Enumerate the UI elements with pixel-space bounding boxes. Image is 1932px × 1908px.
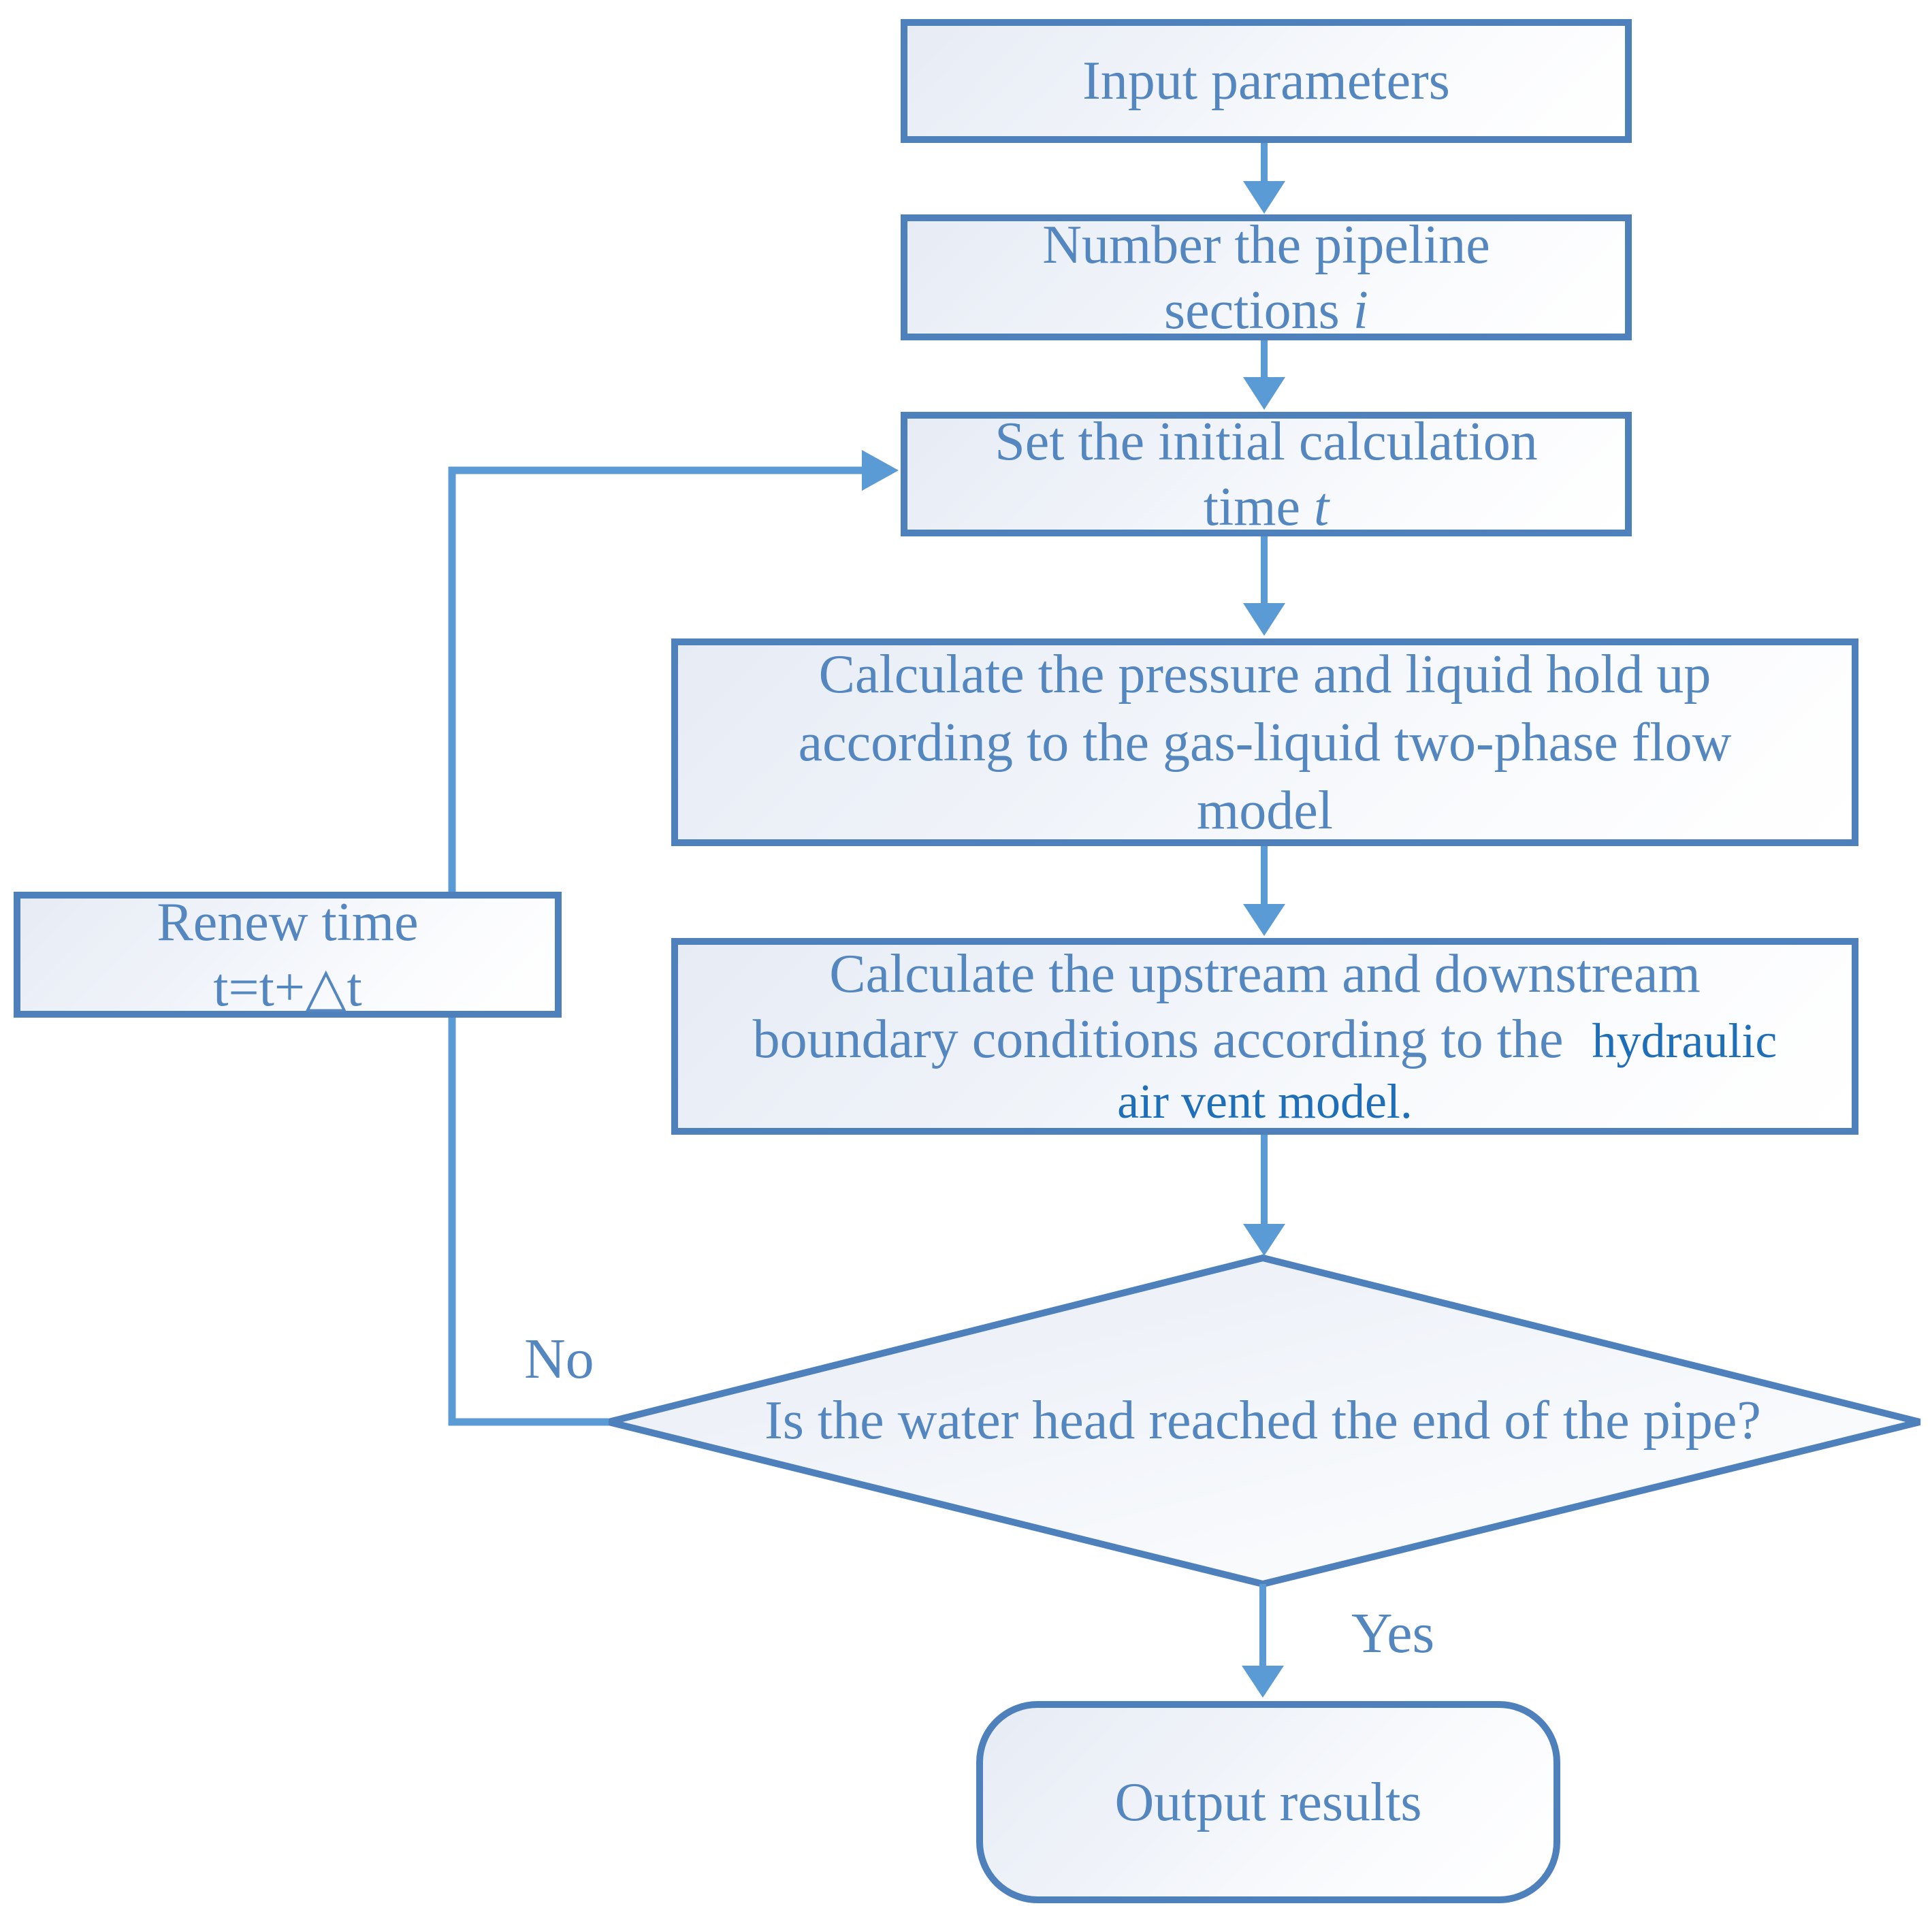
arrow-down-icon — [1243, 1224, 1285, 1256]
arrow-down-icon — [1243, 904, 1285, 936]
arrow-down-icon — [1242, 1666, 1284, 1698]
arrow-right-icon — [862, 450, 899, 491]
node-label-line2: time t — [1203, 476, 1330, 537]
node-label-line2: sections i — [1164, 280, 1368, 340]
arrow-down-icon — [1243, 181, 1285, 214]
node-label: Output results — [1114, 1772, 1422, 1832]
edge-label-yes: Yes — [1351, 1602, 1435, 1665]
node-calculate-pressure: Calculate the pressure and liquid hold u… — [671, 638, 1858, 846]
node-label-line3: model — [1197, 780, 1333, 841]
node-output-results: Output results — [976, 1701, 1560, 1903]
node-number-pipeline-sections: Number the pipeline sections i — [901, 214, 1632, 340]
arrow-down-icon — [1243, 377, 1285, 410]
node-label: Input parameters — [1082, 51, 1450, 111]
decision-diamond-shape — [607, 1254, 1921, 1588]
node-label-line1: Set the initial calculation — [995, 411, 1538, 472]
node-renew-time: Renew time t=t+△t — [14, 892, 562, 1018]
node-label-line1: Renew time — [157, 892, 419, 952]
node-label-line2: t=t+△t — [213, 957, 362, 1018]
variable-i: i — [1353, 280, 1368, 340]
node-set-initial-time: Set the initial calculation time t — [901, 411, 1632, 537]
edge-label-no: No — [524, 1327, 594, 1391]
node-label-line3-highlighted: air vent model. — [1117, 1074, 1413, 1129]
variable-t: t — [1313, 476, 1330, 537]
arrow-down-icon — [1243, 603, 1285, 636]
node-label-line1: Calculate the upstream and downstream — [829, 944, 1701, 1005]
highlighted-text: hydraulic — [1592, 1014, 1777, 1069]
node-input-parameters: Input parameters — [901, 19, 1632, 143]
node-label-line1: Calculate the pressure and liquid hold u… — [818, 644, 1711, 705]
node-label-line1: Number the pipeline — [1042, 214, 1490, 275]
node-calculate-boundary-conditions: Calculate the upstream and downstream bo… — [671, 938, 1858, 1135]
node-label-line2: according to the gas-liquid two-phase fl… — [798, 712, 1732, 773]
